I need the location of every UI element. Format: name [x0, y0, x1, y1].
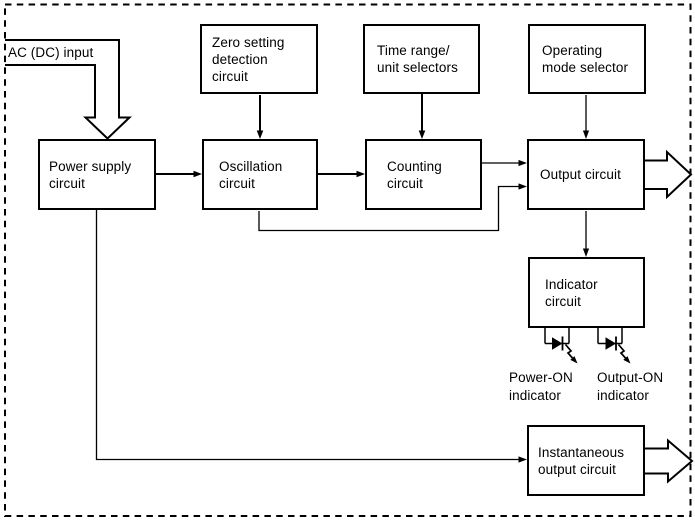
- light-arrow-output-on-icon: [617, 343, 631, 364]
- output-on-label: Output-ON indicator: [597, 369, 663, 404]
- box-label: circuit: [387, 175, 423, 191]
- connector-output-to-indicator: [582, 211, 590, 257]
- output-block-arrow-icon: [645, 149, 693, 200]
- power-on-label-line: Power-ON: [509, 370, 573, 385]
- light-arrow-power-on-icon: [564, 343, 578, 364]
- box-output: Output circuit: [527, 139, 645, 210]
- connector-mode-to-output: [582, 95, 590, 139]
- box-label: Counting: [387, 158, 442, 174]
- output-on-indicator-symbol: [597, 328, 631, 364]
- box-label: circuit: [219, 175, 255, 191]
- connector-time-range-to-counting: [418, 94, 426, 139]
- box-label: Oscillation: [219, 158, 283, 174]
- box-label: circuit: [49, 175, 85, 191]
- box-label: Output circuit: [540, 167, 621, 182]
- box-label: Power supply: [49, 158, 132, 174]
- connector-oscillation-to-counting: [318, 170, 365, 178]
- box-label: Indicator: [545, 276, 598, 292]
- box-label: Operating: [542, 43, 603, 58]
- box-oscillation: Oscillation circuit: [202, 139, 318, 210]
- connector-power-to-instantaneous: [95, 210, 527, 463]
- box-label: output circuit: [538, 461, 616, 477]
- power-on-indicator-symbol: [544, 328, 578, 364]
- box-indicator: Indicator circuit: [528, 257, 645, 328]
- box-label: Instantaneous: [538, 444, 625, 460]
- ac-input-label: AC (DC) input: [8, 45, 94, 60]
- box-label: unit selectors: [377, 60, 458, 75]
- box-counting: Counting circuit: [365, 139, 482, 210]
- box-label: mode selector: [542, 60, 629, 75]
- connector-power-to-oscillation: [156, 170, 202, 178]
- box-time-range: Time range/ unit selectors: [363, 24, 480, 94]
- power-on-label: Power-ON indicator: [509, 369, 573, 404]
- output-on-label-line: Output-ON: [597, 370, 664, 385]
- box-power-supply: Power supply circuit: [38, 139, 156, 210]
- output-on-label-line: indicator: [597, 387, 649, 403]
- box-instantaneous: Instantaneous output circuit: [527, 425, 645, 496]
- box-operating-mode: Operating mode selector: [528, 24, 646, 94]
- box-label: Time range/: [377, 43, 450, 58]
- box-label: circuit: [545, 293, 581, 309]
- led-icon-power-on: [552, 337, 563, 350]
- box-label: Zero setting: [212, 34, 285, 50]
- box-label: detection: [212, 51, 268, 67]
- led-icon-output-on: [605, 337, 616, 350]
- connector-zero-to-oscillation: [256, 95, 264, 139]
- page-dashed-border: [4, 3, 692, 517]
- connector-oscillation-feedback-to-output: [258, 183, 527, 232]
- box-zero-setting: Zero setting detection circuit: [200, 24, 318, 94]
- power-on-label-line: indicator: [509, 387, 561, 403]
- connector-counting-to-output: [482, 159, 527, 167]
- ac-input-arrow-icon: [5, 39, 132, 140]
- box-label: circuit: [212, 68, 248, 84]
- instantaneous-block-arrow-icon: [645, 438, 694, 484]
